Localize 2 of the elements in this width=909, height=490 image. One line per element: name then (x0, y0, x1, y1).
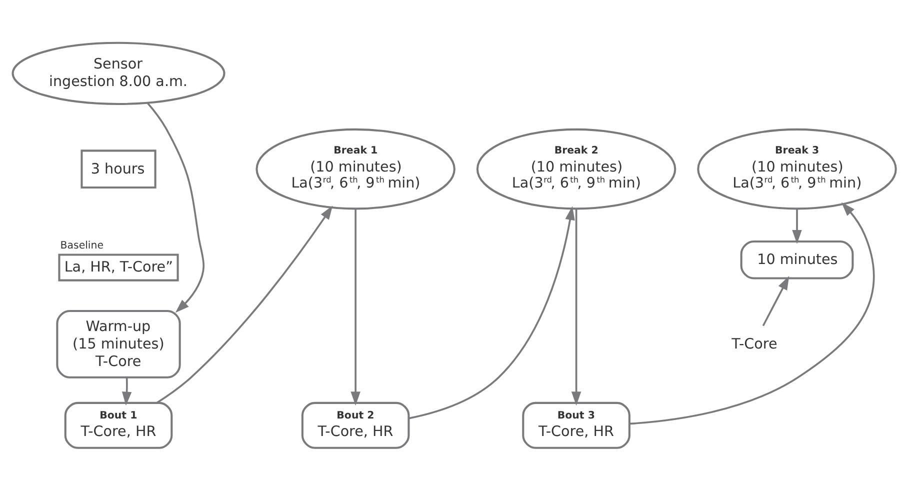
node-label: Baseline (60, 240, 104, 252)
node-text: T-Core (732, 336, 778, 352)
